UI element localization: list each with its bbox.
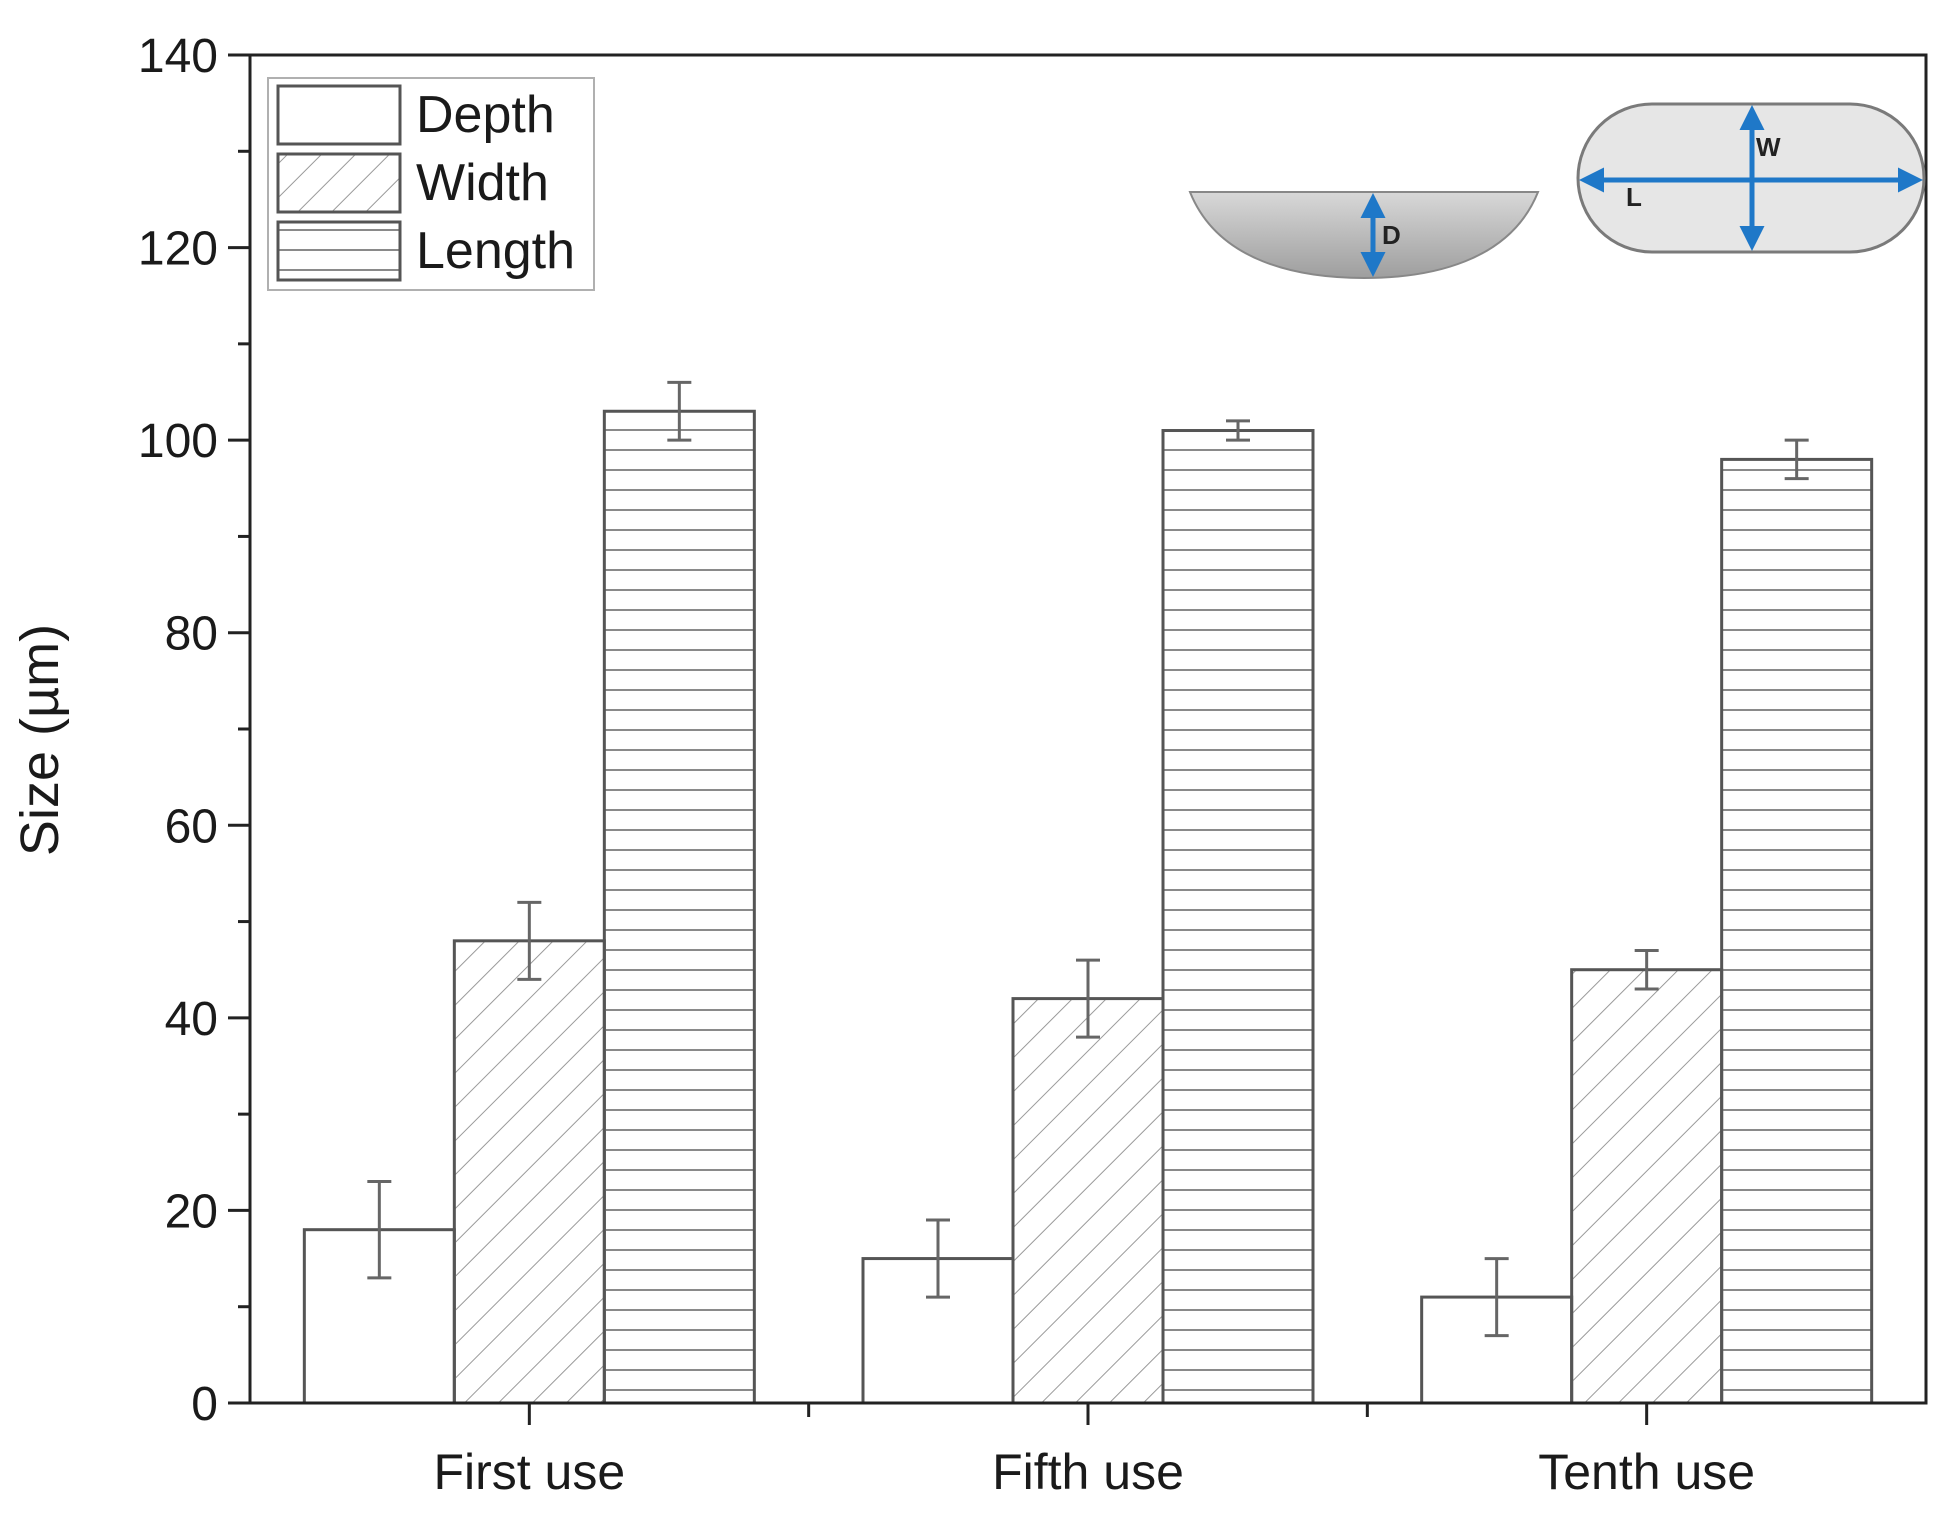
- y-axis-title: Size (µm): [10, 624, 70, 856]
- legend-swatch-width: [276, 152, 402, 214]
- y-tick-label-100: 100: [138, 415, 218, 468]
- legend-label-depth: Depth: [416, 86, 555, 144]
- bar-length-3: [1720, 457, 1874, 1405]
- legend-swatch-length: [276, 220, 402, 282]
- axes-layer: First use Fifth use Tenth use 0 20 40 60 80 100 1…: [138, 30, 1928, 1500]
- inset-capsule-diagram: W L: [1576, 102, 1926, 254]
- bar-width-1: [452, 939, 606, 1405]
- x-tick-label-1: First use: [433, 1444, 625, 1500]
- legend: Depth Width Length: [267, 77, 595, 291]
- legend-swatch-depth: [276, 84, 402, 146]
- y-tick-label-140: 140: [138, 30, 218, 83]
- inset-depth-diagram: D: [1188, 191, 1540, 280]
- bar-width-2: [1011, 997, 1165, 1405]
- y-tick-label-60: 60: [165, 800, 218, 853]
- bar-length-2: [1161, 429, 1315, 1405]
- legend-label-width: Width: [416, 154, 549, 212]
- x-tick-label-3: Tenth use: [1538, 1444, 1755, 1500]
- x-tick-label-2: Fifth use: [992, 1444, 1184, 1500]
- width-dimension-label: W: [1756, 132, 1781, 162]
- crater-shape: [1188, 191, 1540, 280]
- y-tick-label-40: 40: [165, 993, 218, 1046]
- length-dimension-label: L: [1626, 182, 1642, 212]
- legend-label-length: Length: [416, 222, 575, 280]
- y-tick-label-20: 20: [165, 1185, 218, 1238]
- y-tick-label-80: 80: [165, 608, 218, 661]
- depth-dimension-label: D: [1382, 220, 1401, 250]
- bar-length-1: [602, 409, 756, 1405]
- y-tick-label-0: 0: [191, 1378, 218, 1431]
- y-tick-label-120: 120: [138, 223, 218, 276]
- bars-layer: [302, 380, 1874, 1405]
- bar-width-3: [1570, 968, 1724, 1405]
